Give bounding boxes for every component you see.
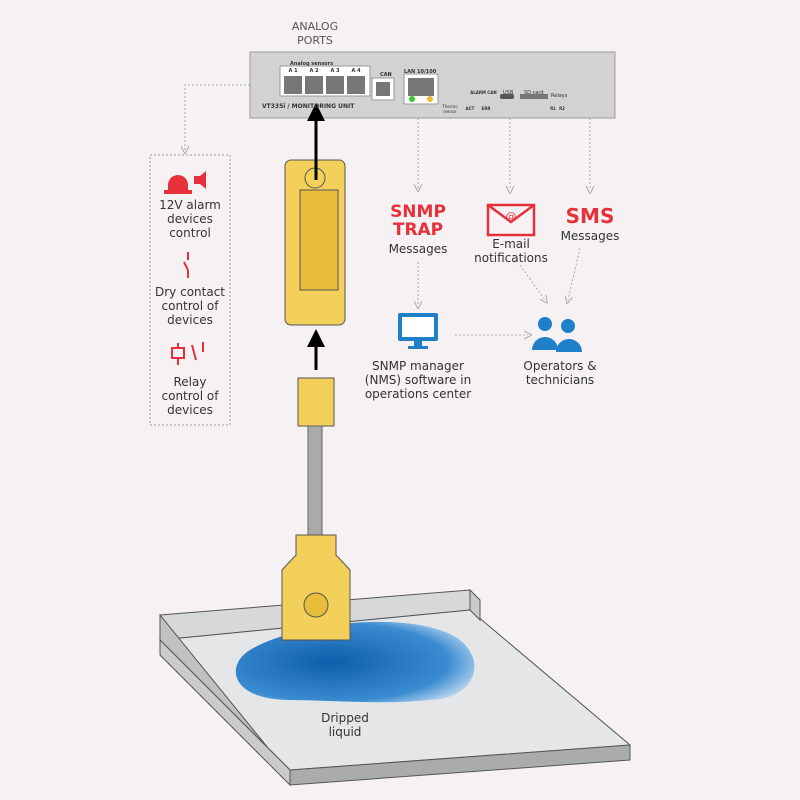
sms-sub: Messages <box>560 229 620 243</box>
liquid-puddle <box>235 621 475 703</box>
analog-ports-label: ANALOG PORTS <box>291 20 339 47</box>
device-name: VT335i / MONITORING UNIT <box>262 103 355 110</box>
sensor-adapter <box>284 159 346 326</box>
monitoring-unit <box>249 51 616 119</box>
port-label-2: A 2 <box>309 68 319 74</box>
lan-port-label: LAN 10/100 <box>404 69 437 75</box>
port-label-1: A 1 <box>288 68 298 74</box>
control-label-alarm: 12V alarm devices control <box>159 198 221 240</box>
control-label-relay: Relay control of devices <box>161 375 219 417</box>
sms-title: SMS <box>565 204 615 228</box>
led-label-bottom: ERR <box>482 106 491 111</box>
snmp-trap-title: SNMP TRAP <box>390 202 446 240</box>
relays-label: Relays <box>551 93 568 99</box>
cable <box>307 425 323 537</box>
led-label-top: ALARM <box>470 90 486 95</box>
water-sensor <box>281 534 351 641</box>
port-label-3: A 3 <box>330 68 340 74</box>
controls-box <box>149 154 231 426</box>
snmp-trap-sub: Messages <box>388 242 448 256</box>
relay-icon <box>171 342 204 365</box>
relay-led-label: R1 <box>550 106 556 111</box>
led-label-bottom: ACT <box>466 106 475 111</box>
sd-card-label: SD card <box>524 90 544 96</box>
control-label-dry-contact: Dry contact control of devices <box>155 285 225 327</box>
users-icon <box>532 317 582 352</box>
switch-icon <box>183 252 189 278</box>
can-port-label: CAN <box>380 72 392 78</box>
dripped-liquid-label: Dripped liquid <box>321 711 369 739</box>
usb-label: USB <box>503 90 514 96</box>
svg-text:@: @ <box>506 210 517 223</box>
operators-label: Operators & technicians <box>523 359 597 387</box>
thermo-label: Thermo sensor <box>442 104 458 114</box>
siren-speaker-icon <box>164 171 206 194</box>
email-icon: @ <box>486 203 536 237</box>
rj-plug <box>297 377 335 427</box>
flow-arrows <box>185 84 590 335</box>
email-label: E-mail notifications <box>474 237 548 265</box>
led-label-top: CAN <box>487 90 496 95</box>
relay-led-label: R2 <box>559 106 565 111</box>
nms-label: SNMP manager (NMS) software in operation… <box>364 359 472 401</box>
monitor-icon <box>398 313 438 349</box>
port-label-4: A 4 <box>351 68 361 74</box>
analog-sensors-label: Analog sensors <box>290 61 334 67</box>
